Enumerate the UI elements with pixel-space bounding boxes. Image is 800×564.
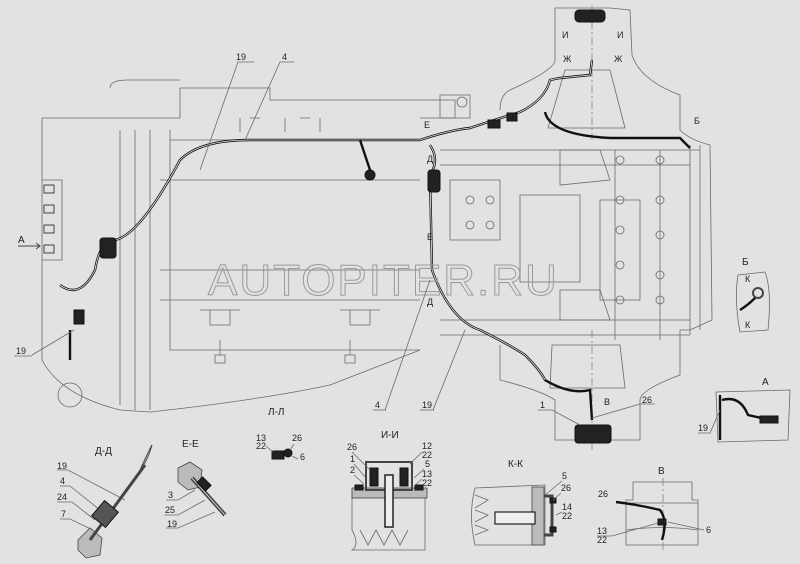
section-i-i: И-И 26 1 2 12 22 5 13 22 xyxy=(347,430,432,551)
view-a-title: А xyxy=(762,377,769,388)
leader-19-left: 19 xyxy=(16,346,26,356)
section-k-k: К-К 5 26 14 22 xyxy=(471,459,572,546)
section-l-l: Л-Л 13 22 26 6 xyxy=(256,407,305,462)
view-v-label-26: 26 xyxy=(598,489,608,499)
section-mark-v: В xyxy=(604,397,610,407)
section-k-k-label-5: 5 xyxy=(562,471,567,481)
section-mark-zh-right: Ж xyxy=(614,54,623,64)
section-e-e: Е-Е 3 25 19 xyxy=(164,439,227,529)
view-b-k-bottom: К xyxy=(745,320,751,330)
section-i-i-title: И-И xyxy=(381,430,399,441)
section-k-k-label-14: 14 xyxy=(562,502,572,512)
section-d-d: Д-Д 19 4 24 7 xyxy=(57,444,153,559)
section-i-i-label-22b: 22 xyxy=(422,478,432,488)
section-d-d-title: Д-Д xyxy=(95,446,112,457)
view-v-label-13: 13 xyxy=(597,526,607,536)
wiring-harness xyxy=(59,9,691,444)
section-d-d-label-24: 24 xyxy=(57,492,67,502)
section-i-i-label-12: 12 xyxy=(422,441,432,451)
chassis-outline xyxy=(41,5,713,450)
section-mark-a: А xyxy=(18,235,25,246)
section-k-k-label-22: 22 xyxy=(562,511,572,521)
section-l-l-title: Л-Л xyxy=(268,407,284,418)
section-l-l-label-26: 26 xyxy=(292,433,302,443)
section-d-d-label-4: 4 xyxy=(60,476,65,486)
view-b: Б К К xyxy=(736,257,770,333)
section-i-i-label-1: 1 xyxy=(350,454,355,464)
leader-4-top: 4 xyxy=(282,52,287,62)
view-b-k-top: К xyxy=(745,274,751,284)
watermark: AUTOPITER.RU xyxy=(208,256,559,305)
view-b-title: Б xyxy=(742,257,749,268)
section-l-l-label-22: 22 xyxy=(256,441,266,451)
view-v-label-6: 6 xyxy=(706,525,711,535)
view-a: А 19 xyxy=(698,377,791,443)
view-v-title: В xyxy=(658,466,665,477)
section-i-i-label-26: 26 xyxy=(347,442,357,452)
section-mark-zh-left: Ж xyxy=(563,54,572,64)
view-v-label-22: 22 xyxy=(597,535,607,545)
section-mark-e-bottom: Е xyxy=(427,232,433,242)
section-mark-i-right: И xyxy=(617,30,623,40)
section-d-d-label-19: 19 xyxy=(57,461,67,471)
section-mark-d-top: Д xyxy=(427,154,433,164)
section-k-k-title: К-К xyxy=(508,459,523,470)
section-i-i-label-22a: 22 xyxy=(422,450,432,460)
section-i-i-label-13: 13 xyxy=(422,469,432,479)
leader-1: 1 xyxy=(540,400,545,410)
section-e-e-label-25: 25 xyxy=(165,505,175,515)
section-i-i-label-2: 2 xyxy=(350,465,355,475)
leader-19-top: 19 xyxy=(236,52,246,62)
section-mark-d-bottom: Д xyxy=(427,297,433,307)
view-a-leader-19: 19 xyxy=(698,423,708,433)
leader-26: 26 xyxy=(642,395,652,405)
section-mark-i-left: И xyxy=(562,30,568,40)
section-l-l-label-6: 6 xyxy=(300,452,305,462)
section-e-e-label-19: 19 xyxy=(167,519,177,529)
section-mark-e-top: Е xyxy=(424,120,430,130)
section-e-e-label-3: 3 xyxy=(168,490,173,500)
section-mark-b: Б xyxy=(694,116,700,126)
main-view-labels: 19 4 19 4 19 1 26 А Б Е Е Д Д И И Ж Ж В xyxy=(14,30,700,426)
section-d-d-label-7: 7 xyxy=(61,509,66,519)
section-e-e-title: Е-Е xyxy=(182,439,199,450)
view-v: В 26 13 22 6 xyxy=(597,466,711,550)
section-i-i-label-5: 5 xyxy=(425,459,430,469)
leader-19-bottom: 19 xyxy=(422,400,432,410)
section-l-l-label-13: 13 xyxy=(256,433,266,443)
leader-4-bottom: 4 xyxy=(375,400,380,410)
section-k-k-label-26: 26 xyxy=(561,483,571,493)
